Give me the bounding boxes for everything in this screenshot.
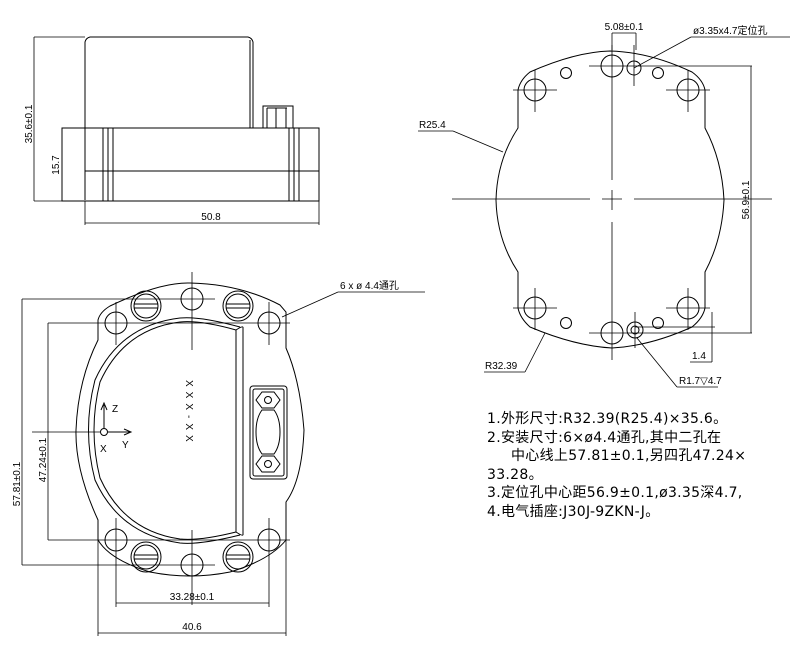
part-marking: XXX-XX: [183, 380, 194, 447]
front-view: Z Y X XXX-XX 57.81±0.1 47.24±0.1 33.28±0…: [12, 272, 425, 636]
radius-large-callout: R32.39: [485, 361, 518, 372]
dim-front-horizontal-inner: 33.28±0.1: [170, 592, 215, 603]
dim-side-height-base: 15.7: [51, 155, 62, 175]
note-2-cont: 中心线上57.81±0.1,另四孔47.24×: [511, 448, 747, 464]
note-2-end: 33.28。: [487, 466, 543, 483]
note-2: 2.安装尺寸:6×ø4.4通孔,其中二孔在: [487, 429, 722, 446]
note-4: 4.电气插座:J30J-9ZKN-J。: [487, 503, 660, 520]
dim-back-offset: 5.08±0.1: [605, 22, 644, 33]
holes-callout: 6 x ø 4.4通孔: [340, 280, 399, 292]
note-3: 3.定位孔中心距56.9±0.1,ø3.35深4.7,: [487, 485, 743, 501]
axis-z-label: Z: [112, 404, 118, 415]
radius-small-callout: R25.4: [419, 120, 446, 131]
dim-side-width: 50.8: [201, 212, 221, 223]
note-1: 1.外形尺寸:R32.39(R25.4)×35.6。: [487, 411, 728, 427]
dim-front-inner-vertical: 47.24±0.1: [38, 437, 49, 482]
dim-front-outer-vertical: 57.81±0.1: [12, 461, 23, 506]
side-view: 35.6±0.1 15.7 50.8: [24, 36, 320, 225]
dim-front-horizontal-outer: 40.6: [182, 622, 202, 633]
hole-radius-callout: R1.7▽4.7: [679, 376, 722, 387]
axis-x-label: X: [100, 444, 107, 455]
dim-back-center-distance: 56.9±0.1: [741, 180, 752, 219]
technical-notes: 1.外形尺寸:R32.39(R25.4)×35.6。 2.安装尺寸:6×ø4.4…: [487, 410, 746, 521]
dim-back-offset-small: 1.4: [692, 351, 706, 362]
back-view: 5.08±0.1 56.9±0.1 1.4 ø3.35x4.7定位孔 R25.4…: [418, 22, 790, 388]
axis-y-label: Y: [122, 440, 129, 451]
locating-hole-callout: ø3.35x4.7定位孔: [693, 24, 767, 37]
dim-side-height-total: 35.6±0.1: [24, 104, 35, 143]
